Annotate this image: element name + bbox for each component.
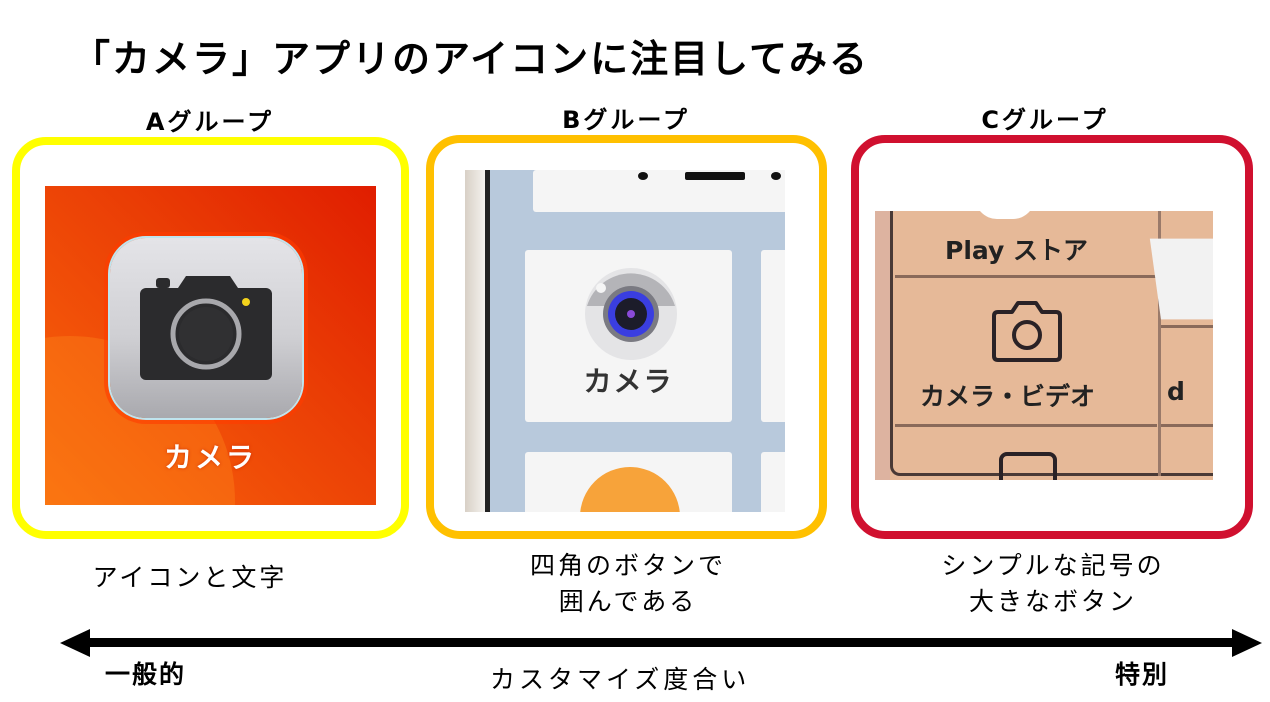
caption-line: 囲んである	[558, 587, 698, 616]
arrow-left-icon	[60, 629, 90, 657]
arrow-right-icon	[1232, 629, 1262, 657]
grid-divider	[1158, 211, 1161, 476]
grid-divider	[895, 275, 1157, 278]
axis-right-label: 特別	[1115, 660, 1170, 689]
phone-bezel	[465, 170, 485, 512]
app-label: カメラ	[163, 441, 257, 474]
app-icon-partial	[999, 452, 1057, 480]
caption-line: 大きなボタン	[968, 587, 1137, 616]
camera-icon	[140, 276, 272, 380]
group-b-label: Bグループ	[562, 106, 690, 134]
axis-center-label: カスタマイズ度合い	[490, 665, 751, 694]
group-a-screenshot: カメラ	[45, 186, 376, 505]
grid-divider	[1161, 424, 1213, 427]
slide-title: 「カメラ」アプリのアイコンに注目してみる	[72, 37, 869, 81]
ios-camera-app-icon	[110, 238, 302, 418]
group-b-screenshot: カメラ	[465, 170, 785, 512]
note-sticker	[1149, 238, 1213, 320]
caption-line: シンプルな記号の	[941, 551, 1165, 580]
status-bar-icon	[685, 172, 745, 180]
camera-app-tile: カメラ	[525, 250, 732, 422]
status-tile	[533, 170, 785, 212]
launcher-frame	[890, 211, 1213, 476]
app-label-camera-video: カメラ・ビデオ	[920, 382, 1096, 411]
caption-line: アイコンと文字	[92, 563, 288, 592]
app-tile	[761, 250, 785, 422]
grid-divider	[895, 424, 1157, 427]
phone-bezel-edge	[485, 170, 490, 512]
status-dot-icon	[771, 172, 781, 180]
group-c-screenshot: Play ストア カメラ・ビデオ d	[875, 211, 1213, 480]
customization-axis-line	[80, 638, 1240, 647]
status-dot-icon	[638, 172, 648, 180]
group-c-label: Cグループ	[981, 106, 1109, 134]
screen-edge	[875, 211, 890, 480]
app-tile	[761, 452, 785, 512]
app-tile	[525, 452, 732, 512]
group-c-caption: シンプルな記号の 大きなボタン	[893, 548, 1213, 620]
app-icon-bottom	[975, 211, 1035, 219]
app-label-play-store: Play ストア	[945, 236, 1088, 265]
camera-outline-icon	[992, 301, 1062, 362]
grid-divider	[1161, 325, 1213, 328]
camera-lens-icon	[585, 268, 677, 360]
axis-left-label: 一般的	[105, 660, 187, 689]
group-a-label: Aグループ	[145, 108, 275, 136]
app-label-truncated: d	[1167, 377, 1185, 406]
group-a-caption: アイコンと文字	[40, 560, 340, 596]
group-b-caption: 四角のボタンで 囲んである	[478, 548, 778, 620]
caption-line: 四角のボタンで	[529, 551, 726, 580]
gallery-icon	[580, 467, 680, 512]
app-label: カメラ	[583, 365, 674, 398]
